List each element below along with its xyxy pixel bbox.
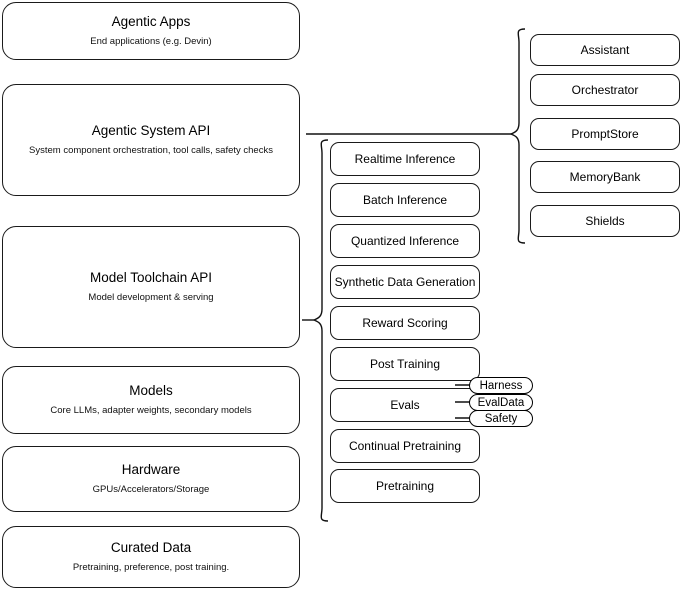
layer-title: Hardware bbox=[121, 462, 181, 478]
toolchain-item-realtime-inference[interactable]: Realtime Inference bbox=[330, 142, 480, 176]
system-component-memorybank[interactable]: MemoryBank bbox=[530, 161, 680, 193]
brace-system-components bbox=[509, 28, 526, 244]
system-component-orchestrator[interactable]: Orchestrator bbox=[530, 74, 680, 106]
evals-tag-label: Safety bbox=[484, 412, 518, 425]
system-component-label: MemoryBank bbox=[569, 169, 641, 184]
toolchain-item-quantized-inference[interactable]: Quantized Inference bbox=[330, 224, 480, 258]
toolchain-item-label: Realtime Inference bbox=[354, 151, 456, 166]
system-component-shields[interactable]: Shields bbox=[530, 205, 680, 237]
layer-subtitle: Core LLMs, adapter weights, secondary mo… bbox=[50, 405, 252, 416]
layer-subtitle: GPUs/Accelerators/Storage bbox=[92, 484, 210, 495]
evals-tag-label: Harness bbox=[479, 379, 523, 392]
toolchain-item-continual-pretraining[interactable]: Continual Pretraining bbox=[330, 429, 480, 463]
toolchain-item-evals[interactable]: Evals bbox=[330, 388, 480, 422]
layer-title: Agentic System API bbox=[91, 123, 211, 139]
toolchain-item-synthetic-data-generation[interactable]: Synthetic Data Generation bbox=[330, 265, 480, 299]
layer-subtitle: Pretraining, preference, post training. bbox=[72, 562, 230, 573]
layer-agentic-system-api[interactable]: Agentic System API System component orch… bbox=[2, 84, 300, 196]
layer-agentic-apps[interactable]: Agentic Apps End applications (e.g. Devi… bbox=[2, 2, 300, 60]
toolchain-item-label: Reward Scoring bbox=[362, 315, 448, 330]
layer-title: Curated Data bbox=[110, 540, 192, 556]
layer-subtitle: End applications (e.g. Devin) bbox=[90, 36, 212, 47]
toolchain-item-pretraining[interactable]: Pretraining bbox=[330, 469, 480, 503]
layer-title: Model Toolchain API bbox=[89, 270, 213, 286]
toolchain-item-label: Batch Inference bbox=[362, 192, 448, 207]
system-component-label: Orchestrator bbox=[571, 82, 639, 97]
layer-hardware[interactable]: Hardware GPUs/Accelerators/Storage bbox=[2, 446, 300, 512]
evals-tag-evaldata[interactable]: EvalData bbox=[469, 394, 533, 411]
layer-model-toolchain-api[interactable]: Model Toolchain API Model development & … bbox=[2, 226, 300, 348]
toolchain-item-label: Quantized Inference bbox=[350, 233, 460, 248]
brace-toolchain-items bbox=[312, 139, 329, 522]
system-component-label: Assistant bbox=[580, 42, 630, 57]
system-component-label: Shields bbox=[585, 213, 625, 228]
system-component-assistant[interactable]: Assistant bbox=[530, 34, 680, 66]
evals-tag-safety[interactable]: Safety bbox=[469, 410, 533, 427]
layer-subtitle: System component orchestration, tool cal… bbox=[29, 145, 273, 156]
toolchain-item-label: Post Training bbox=[369, 356, 441, 371]
toolchain-item-label: Synthetic Data Generation bbox=[334, 274, 476, 289]
toolchain-item-label: Continual Pretraining bbox=[348, 438, 462, 453]
system-component-promptstore[interactable]: PromptStore bbox=[530, 118, 680, 150]
toolchain-item-post-training[interactable]: Post Training bbox=[330, 347, 480, 381]
layer-subtitle: Model development & serving bbox=[88, 292, 214, 303]
toolchain-item-label: Evals bbox=[390, 397, 420, 412]
layer-title: Models bbox=[129, 383, 173, 399]
evals-tag-label: EvalData bbox=[477, 396, 525, 409]
layer-models[interactable]: Models Core LLMs, adapter weights, secon… bbox=[2, 366, 300, 434]
toolchain-item-label: Pretraining bbox=[375, 478, 435, 493]
system-component-label: PromptStore bbox=[571, 126, 639, 141]
evals-tag-harness[interactable]: Harness bbox=[469, 377, 533, 394]
toolchain-item-reward-scoring[interactable]: Reward Scoring bbox=[330, 306, 480, 340]
layer-curated-data[interactable]: Curated Data Pretraining, preference, po… bbox=[2, 526, 300, 588]
layer-title: Agentic Apps bbox=[111, 14, 191, 30]
toolchain-item-batch-inference[interactable]: Batch Inference bbox=[330, 183, 480, 217]
